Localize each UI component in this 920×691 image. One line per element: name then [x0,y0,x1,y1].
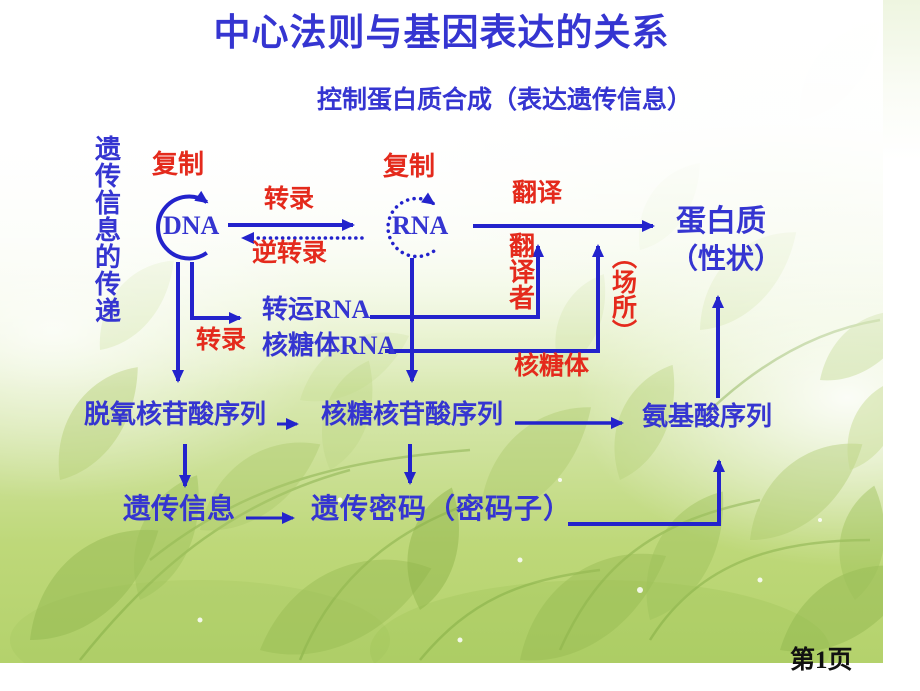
label-translator: 翻译者 [505,232,535,310]
left-caption-genetic-info-transfer: 遗传信息的传递 [91,135,121,324]
node-dna-sequence: 脱氧核苷酸序列 [84,400,267,429]
subtitle: 控制蛋白质合成（表达遗传信息） [317,87,693,114]
page-number: 第1页 [790,647,853,674]
node-amino-acid-sequence: 氨基酸序列 [642,402,773,431]
node-genetic-information: 遗传信息 [123,494,236,525]
arrow-rrna-ribosome-up [385,244,604,353]
label-ribosome: 核糖体 [514,353,590,380]
leaf-watermark [4,0,883,663]
arrow-code-to-aaseq [568,459,725,526]
node-trna: 转运RNA [262,295,371,324]
node-rna: RNA [392,211,449,240]
bottom-margin [0,663,883,691]
background-top-fade [0,0,883,390]
arrow-trna-translator-up [370,244,544,319]
node-rrna: 核糖体RNA [262,331,397,360]
arrow-rna-replication-cycle [386,192,436,259]
label-transcription: 转录 [264,186,315,213]
page-title: 中心法则与基因表达的关系 [213,13,670,54]
node-genetic-code: 遗传密码（密码子） [311,494,573,525]
arrow-transcription-dna-to-trna [190,262,242,324]
label-reverse-transcription: 逆转录 [252,240,328,267]
node-rna-sequence: 核糖核苷酸序列 [321,400,504,429]
right-margin [883,0,920,691]
label-translation: 翻译 [512,180,563,207]
label-replication-dna: 复制 [152,150,205,179]
node-protein: 蛋白质 [676,205,766,238]
arrow-dna-replication-cycle [156,190,209,261]
label-replication-rna: 复制 [383,152,436,181]
node-protein-trait: （性状） [670,244,783,275]
node-dna: DNA [163,211,220,240]
label-transcription-trna: 转录 [196,327,247,354]
label-location: （场所） [608,244,636,344]
